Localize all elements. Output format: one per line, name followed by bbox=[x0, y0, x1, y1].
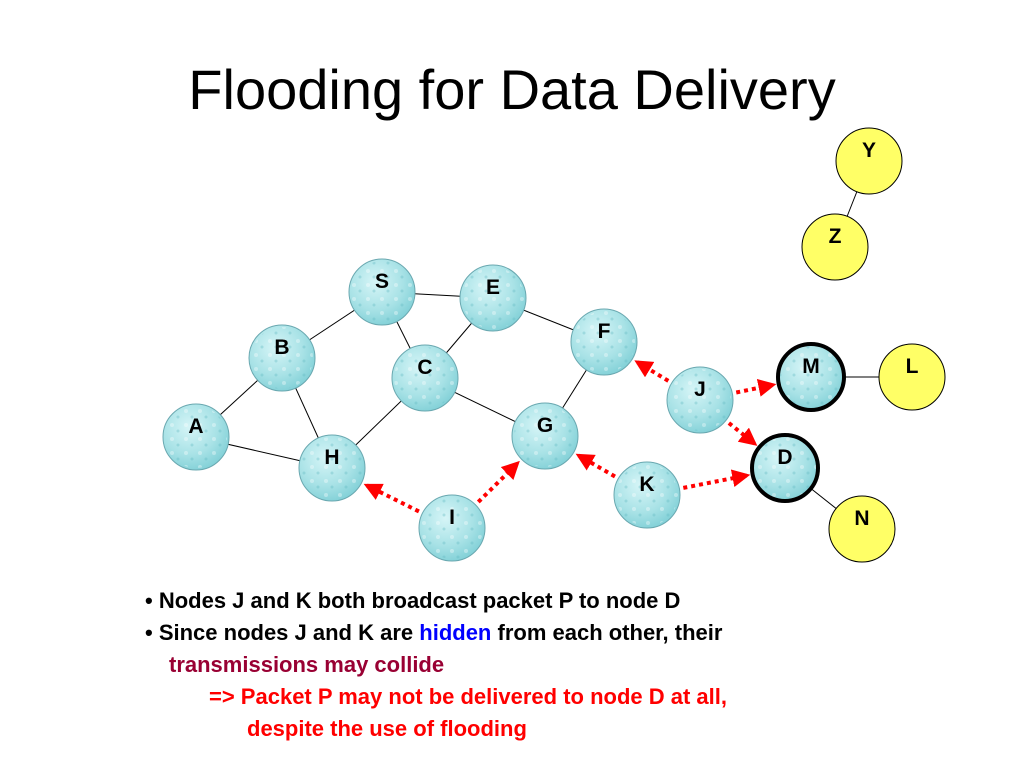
node-texture bbox=[462, 267, 524, 329]
node-circle bbox=[835, 127, 903, 195]
node-texture bbox=[573, 311, 635, 373]
node-label: S bbox=[375, 270, 389, 293]
node-L: L bbox=[878, 343, 946, 411]
node-texture bbox=[394, 347, 456, 409]
transmission-arrow-J-F bbox=[634, 360, 670, 383]
bullet: • bbox=[145, 620, 153, 645]
node-texture bbox=[421, 497, 483, 559]
node-H: H bbox=[298, 434, 366, 502]
transmission-arrow-K-G bbox=[575, 453, 616, 479]
node-texture bbox=[754, 437, 816, 499]
node-texture bbox=[251, 327, 313, 389]
node-circle bbox=[801, 213, 869, 281]
hidden-word: hidden bbox=[419, 620, 492, 645]
notes: • Nodes J and K both broadcast packet P … bbox=[145, 585, 727, 745]
node-texture bbox=[351, 261, 413, 323]
node-label: Z bbox=[829, 225, 842, 248]
node-label: E bbox=[486, 276, 500, 299]
transmissions-layer bbox=[363, 360, 777, 514]
node-label: K bbox=[639, 473, 654, 496]
node-texture bbox=[669, 369, 731, 431]
transmission-arrow-J-D bbox=[727, 421, 758, 446]
node-K: K bbox=[613, 461, 681, 529]
node-G: G bbox=[511, 402, 579, 470]
node-label: M bbox=[802, 355, 820, 378]
collide-text: transmissions may collide bbox=[169, 652, 445, 677]
node-texture bbox=[301, 437, 363, 499]
conclusion-text-2: despite the use of flooding bbox=[247, 716, 527, 741]
node-label: B bbox=[274, 336, 289, 359]
node-D: D bbox=[750, 433, 820, 503]
node-label: C bbox=[417, 356, 432, 379]
node-texture bbox=[165, 406, 227, 468]
node-A: A bbox=[162, 403, 230, 471]
node-C: C bbox=[391, 344, 459, 412]
node-label: Y bbox=[862, 139, 876, 162]
bullet: • bbox=[145, 588, 153, 613]
node-label: F bbox=[598, 320, 611, 343]
node-texture bbox=[616, 464, 678, 526]
node-label: L bbox=[906, 355, 919, 378]
conclusion-text-1: => Packet P may not be delivered to node… bbox=[209, 684, 727, 709]
node-texture bbox=[780, 346, 842, 408]
node-circle bbox=[828, 495, 896, 563]
transmission-arrow-I-H bbox=[363, 483, 420, 514]
note-line-2: • Since nodes J and K are hidden from ea… bbox=[145, 617, 727, 649]
node-I: I bbox=[418, 494, 486, 562]
node-circle bbox=[878, 343, 946, 411]
node-label: A bbox=[188, 415, 203, 438]
note-line-3: transmissions may collide bbox=[145, 649, 727, 681]
node-E: E bbox=[459, 264, 527, 332]
note-text-1: Nodes J and K both broadcast packet P to… bbox=[158, 588, 681, 613]
note-line-5: despite the use of flooding bbox=[145, 713, 727, 745]
node-J: J bbox=[666, 366, 734, 434]
node-B: B bbox=[248, 324, 316, 392]
nodes-layer: S E F B C A H G I J K M D L N Y Z bbox=[162, 127, 946, 563]
note-line-4: => Packet P may not be delivered to node… bbox=[145, 681, 727, 713]
node-label: J bbox=[694, 378, 706, 401]
node-label: I bbox=[449, 506, 455, 529]
transmission-arrow-J-M bbox=[735, 379, 777, 397]
node-S: S bbox=[348, 258, 416, 326]
note-line-1: • Nodes J and K both broadcast packet P … bbox=[145, 585, 727, 617]
node-label: G bbox=[537, 414, 553, 437]
slide-title: Flooding for Data Delivery bbox=[188, 58, 836, 121]
node-label: D bbox=[777, 446, 792, 469]
node-Z: Z bbox=[801, 213, 869, 281]
transmission-arrow-K-D bbox=[682, 469, 751, 490]
node-texture bbox=[514, 405, 576, 467]
node-label: N bbox=[854, 507, 869, 530]
node-M: M bbox=[776, 342, 846, 412]
note-text-2b: from each other, their bbox=[491, 620, 723, 645]
note-text-2a: Since nodes J and K are bbox=[158, 620, 420, 645]
transmission-arrow-I-G bbox=[476, 460, 520, 504]
node-Y: Y bbox=[835, 127, 903, 195]
node-N: N bbox=[828, 495, 896, 563]
node-F: F bbox=[570, 308, 638, 376]
node-label: H bbox=[324, 446, 339, 469]
